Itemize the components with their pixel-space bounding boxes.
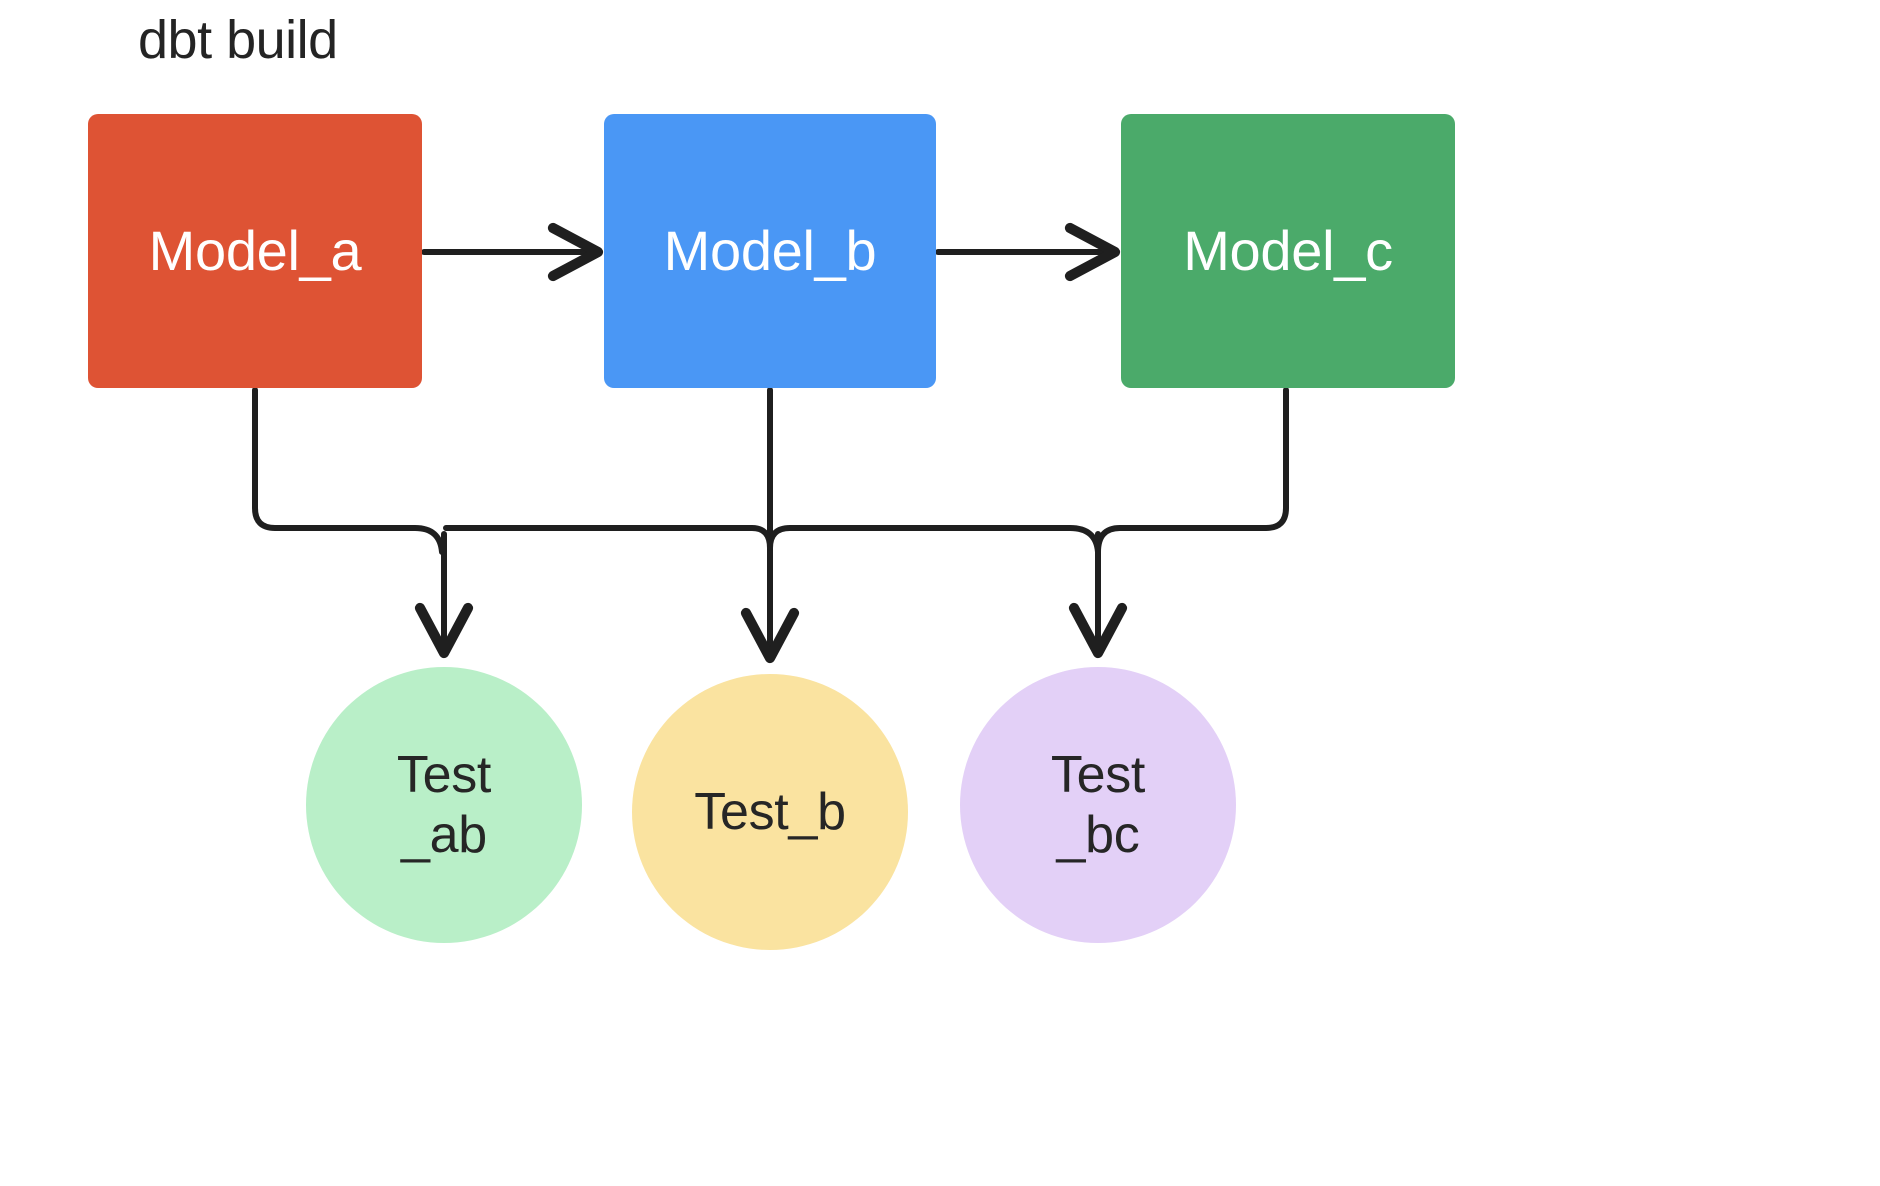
node-test-ab-label: Test _ab: [396, 746, 492, 864]
node-model-a-label: Model_a: [148, 219, 362, 282]
edge-bus-left: [443, 525, 773, 551]
node-test-b[interactable]: Test_b: [632, 674, 908, 950]
page-title: dbt build: [138, 10, 338, 70]
node-model-c[interactable]: Model_c: [1121, 114, 1455, 388]
edge-bus-right: [767, 525, 1101, 555]
node-model-c-label: Model_c: [1183, 219, 1393, 282]
edge-model-c-to-bus: [1095, 387, 1289, 555]
edge-model-a-to-bus: [252, 387, 445, 555]
node-test-b-label: Test_b: [694, 783, 846, 841]
node-model-a[interactable]: Model_a: [88, 114, 422, 388]
node-model-b[interactable]: Model_b: [604, 114, 936, 388]
node-model-b-label: Model_b: [663, 219, 877, 282]
node-test-bc-label: Test _bc: [1050, 746, 1146, 864]
node-test-ab[interactable]: Test _ab: [306, 667, 582, 943]
node-test-bc[interactable]: Test _bc: [960, 667, 1236, 943]
